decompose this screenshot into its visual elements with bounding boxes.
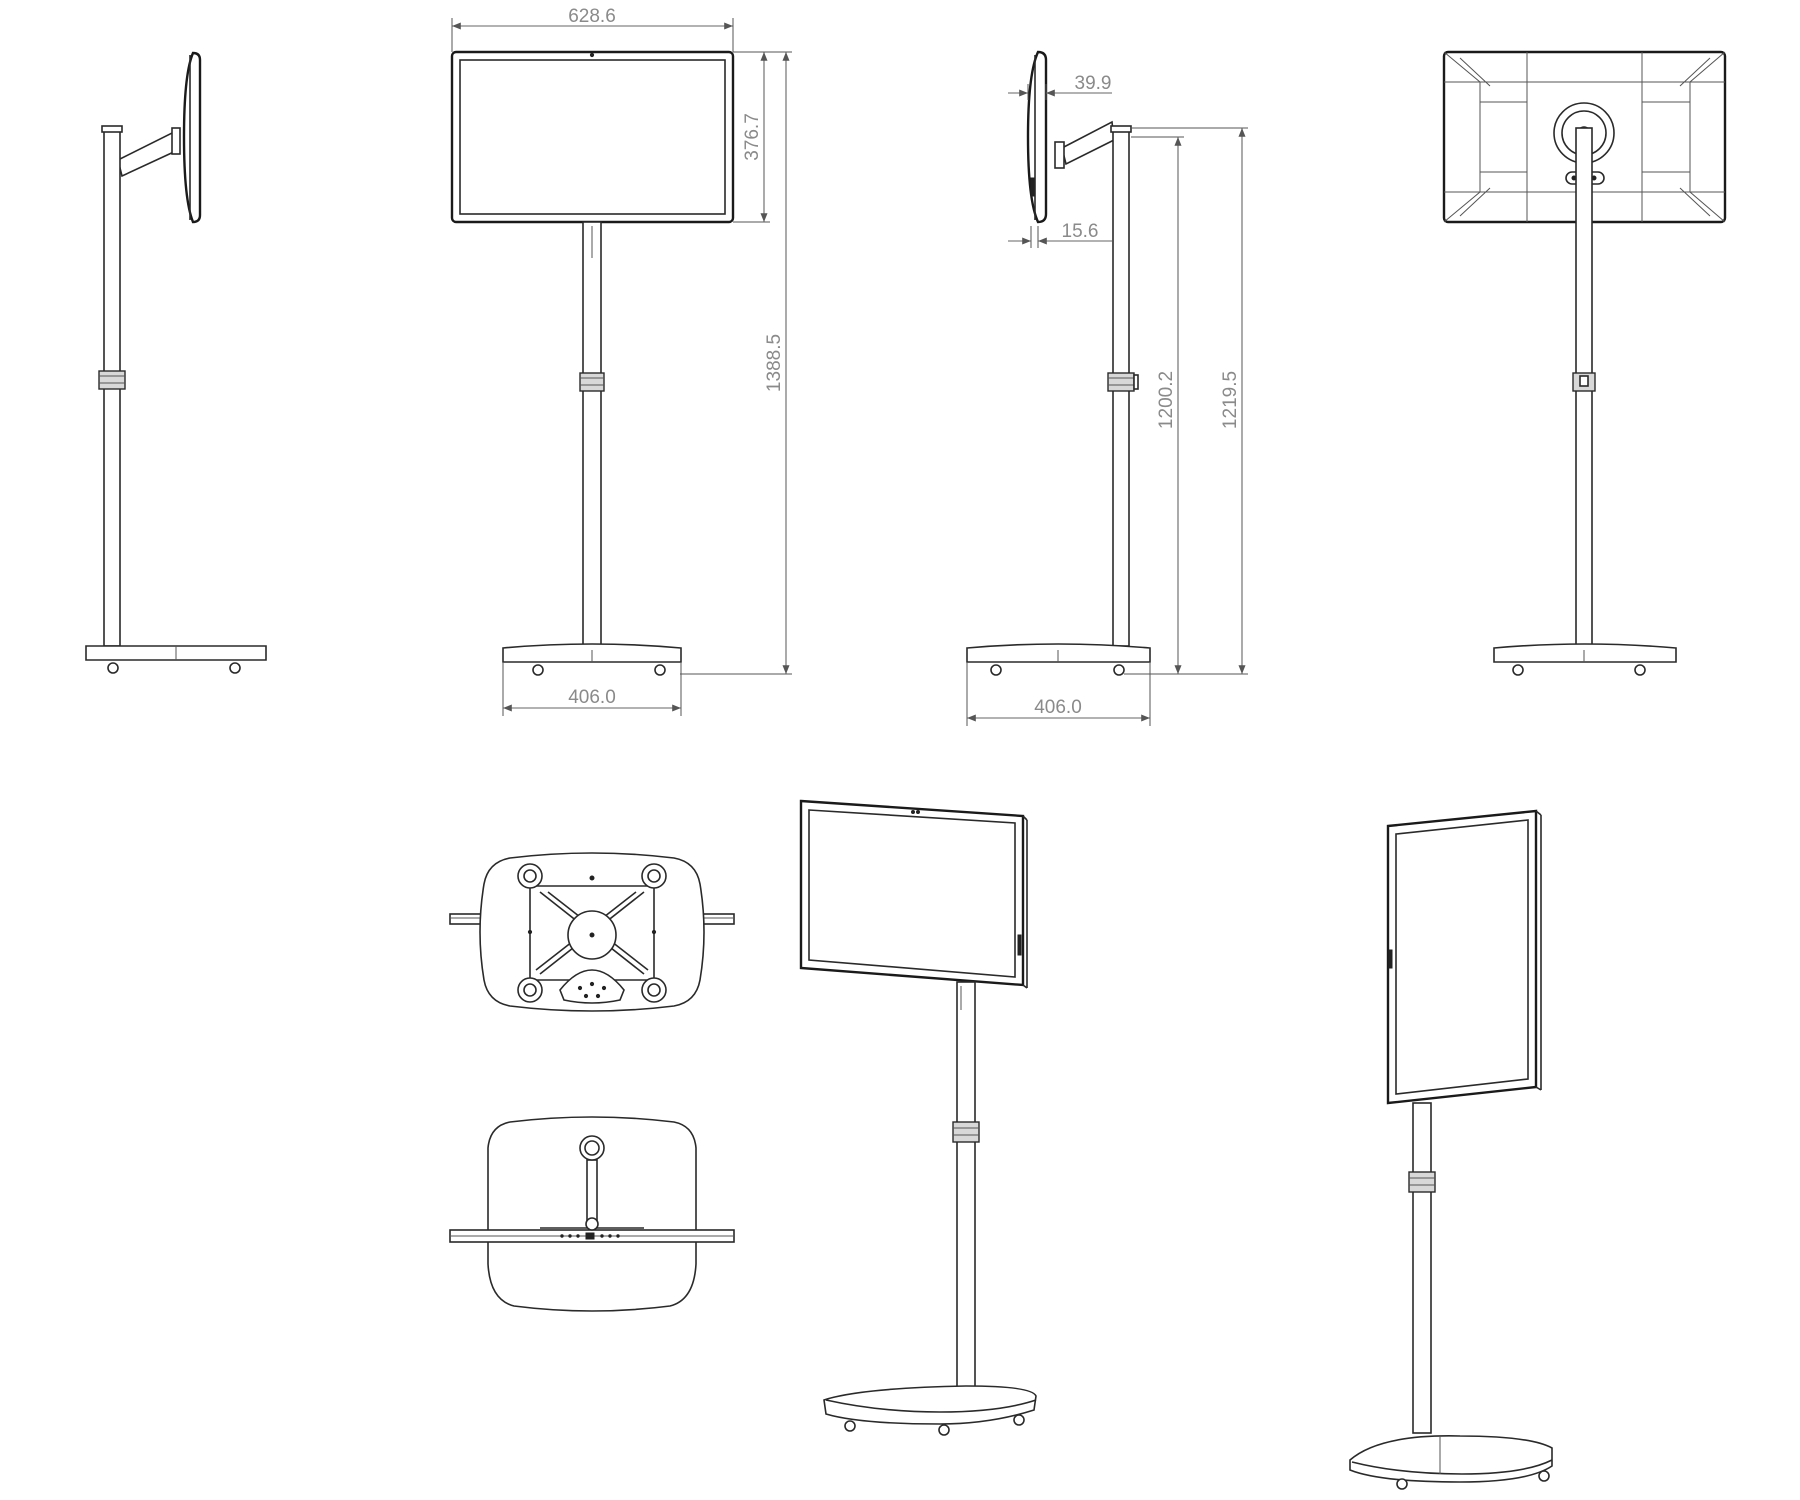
- dim-total-height-label: 1388.5: [764, 334, 785, 392]
- top-view: [449, 1116, 735, 1312]
- dim-depth-label: 39.9: [1075, 73, 1112, 94]
- side-view-left: [85, 51, 267, 674]
- dim-height-low-label: 1200.2: [1156, 371, 1177, 429]
- perspective-landscape: [799, 799, 1037, 1436]
- side-view-dimensioned: 39.9 15.6 1200.2 1219.5 406.0: [966, 50, 1248, 726]
- dim-screen-height-label: 376.7: [742, 113, 763, 161]
- rear-view: [1442, 50, 1727, 676]
- bottom-view: [449, 852, 735, 1012]
- dim-base-width-side-label: 406.0: [1034, 697, 1082, 718]
- port-dots: [560, 1232, 620, 1240]
- dim-thickness-label: 15.6: [1062, 221, 1099, 242]
- front-view: 628.6 376.7 1388.5 406.0: [450, 6, 792, 716]
- perspective-portrait: [1349, 809, 1553, 1490]
- dim-width-label: 628.6: [568, 6, 616, 27]
- dim-base-width-front-label: 406.0: [568, 687, 616, 708]
- dim-height-high-label: 1219.5: [1220, 371, 1241, 429]
